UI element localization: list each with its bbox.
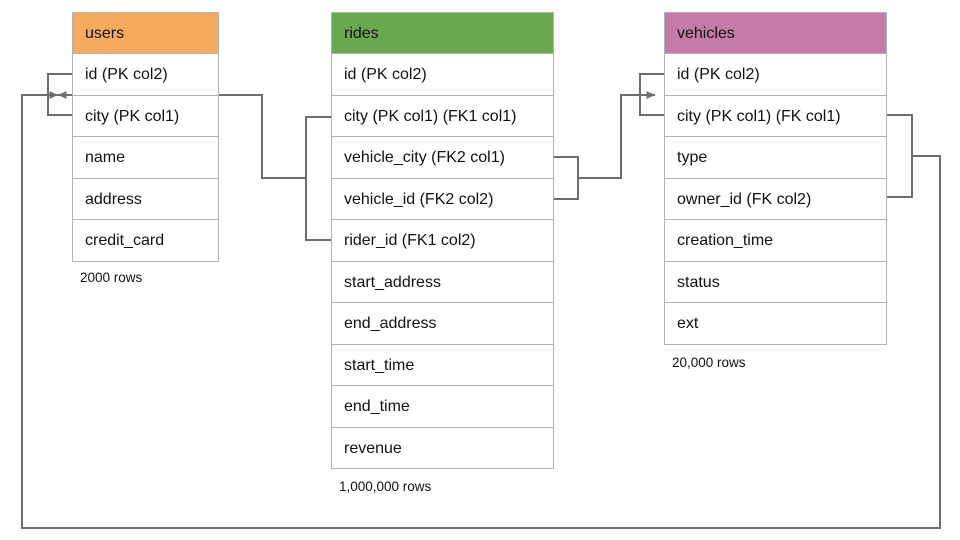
connector-rides-to-vehicles-run: [578, 91, 655, 179]
table-rides-column-start-address[interactable]: start_address: [331, 261, 554, 303]
table-vehicles-row-count: 20,000 rows: [672, 355, 746, 370]
connector-rides-to-users: [305, 116, 331, 241]
table-users-column-city[interactable]: city (PK col1): [72, 95, 219, 137]
table-rides-column-city[interactable]: city (PK col1) (FK1 col1): [331, 95, 554, 137]
table-rides[interactable]: rides id (PK col2) city (PK col1) (FK1 c…: [331, 12, 554, 469]
table-rides-column-rider-id[interactable]: rider_id (FK1 col2): [331, 220, 554, 262]
table-vehicles-header: vehicles: [664, 12, 887, 54]
table-rides-column-vehicle-city[interactable]: vehicle_city (FK2 col1): [331, 137, 554, 179]
table-vehicles-title: vehicles: [677, 25, 735, 42]
table-vehicles-column-type[interactable]: type: [664, 137, 887, 179]
table-rides-column-end-time[interactable]: end_time: [331, 386, 554, 428]
table-rides-column-revenue[interactable]: revenue: [331, 427, 554, 469]
table-users-column-credit-card[interactable]: credit_card: [72, 220, 219, 262]
table-vehicles-column-creation-time[interactable]: creation_time: [664, 220, 887, 262]
connector-rides-vehicle-bracket: [554, 156, 579, 200]
table-vehicles[interactable]: vehicles id (PK col2) city (PK col1) (FK…: [664, 12, 887, 345]
table-users-title: users: [85, 25, 125, 42]
table-vehicles-column-status[interactable]: status: [664, 261, 887, 303]
table-rides-row-count: 1,000,000 rows: [339, 479, 432, 494]
table-rides-column-start-time[interactable]: start_time: [331, 344, 554, 386]
table-users-header: users: [72, 12, 219, 54]
table-vehicles-column-ext[interactable]: ext: [664, 303, 887, 345]
table-rides-column-end-address[interactable]: end_address: [331, 303, 554, 345]
connector-users-left-bracket: [47, 73, 72, 116]
table-users-column-address[interactable]: address: [72, 178, 219, 220]
connector-vehicles-left-bracket: [639, 73, 664, 116]
table-rides-header: rides: [331, 12, 554, 54]
connector-vehicles-right-bracket: [887, 114, 913, 198]
table-users[interactable]: users id (PK col2) city (PK col1) name a…: [72, 12, 219, 262]
table-rides-column-vehicle-id[interactable]: vehicle_id (FK2 col2): [331, 178, 554, 220]
table-users-column-id[interactable]: id (PK col2): [72, 54, 219, 96]
table-rides-column-id[interactable]: id (PK col2): [331, 54, 554, 96]
table-rides-title: rides: [344, 25, 379, 42]
table-users-row-count: 2000 rows: [80, 270, 143, 285]
table-vehicles-column-city[interactable]: city (PK col1) (FK col1): [664, 95, 887, 137]
table-vehicles-column-owner-id[interactable]: owner_id (FK col2): [664, 178, 887, 220]
table-users-column-name[interactable]: name: [72, 137, 219, 179]
table-vehicles-column-id[interactable]: id (PK col2): [664, 54, 887, 96]
